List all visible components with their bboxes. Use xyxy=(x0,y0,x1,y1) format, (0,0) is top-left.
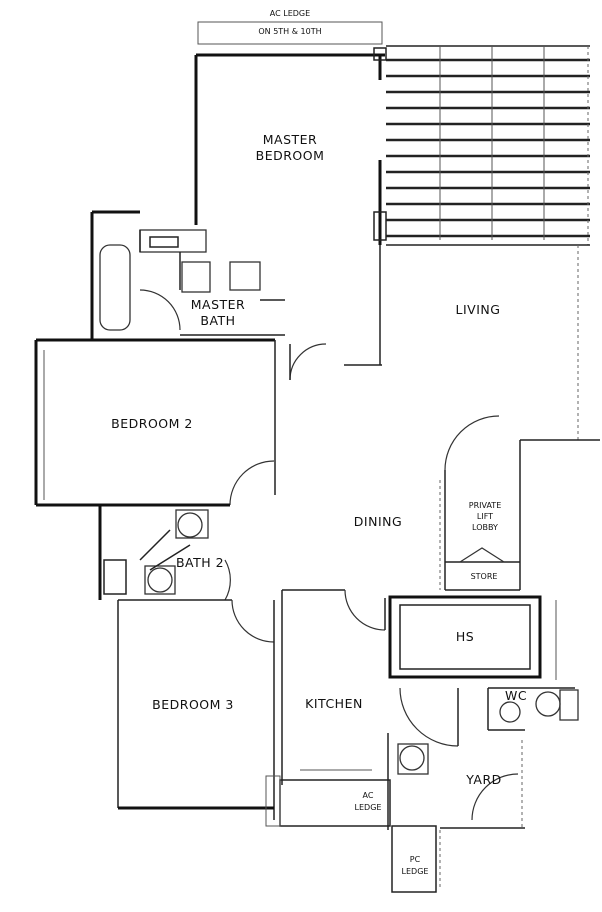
door-arc-kitchen xyxy=(399,687,459,747)
kitchen-label: KITCHEN xyxy=(305,696,363,711)
store-label: STORE xyxy=(471,572,498,581)
yard-label: YARD xyxy=(465,772,502,787)
bath2-label: BATH 2 xyxy=(176,555,224,570)
dining-label: DINING xyxy=(354,514,402,529)
pc-ledge xyxy=(391,825,441,893)
hs-label: HS xyxy=(456,629,474,644)
master-bedroom-label-1: MASTER xyxy=(263,132,318,147)
ac-ledge-top-label-2: ON 5TH & 10TH xyxy=(258,27,321,36)
master-bedroom-walls xyxy=(194,47,387,366)
master-bath-label-1: MASTER xyxy=(191,297,246,312)
ac-ledge-bottom-label-1: AC xyxy=(363,791,374,800)
kitchen-walls xyxy=(281,589,386,785)
private-lift-lobby-label-2: LIFT xyxy=(477,512,493,521)
ac-ledge-top-label-1: AC LEDGE xyxy=(270,9,310,18)
wc-label: WC xyxy=(505,688,527,703)
ac-ledge-top: AC LEDGE ON 5TH & 10TH xyxy=(197,9,383,45)
hs-room xyxy=(388,595,557,680)
bedroom2-label: BEDROOM 2 xyxy=(111,416,193,431)
bedroom2-walls xyxy=(34,338,276,507)
door-arc-bedroom2 xyxy=(229,460,275,506)
private-lift-lobby xyxy=(439,470,521,591)
pc-ledge-label-1: PC xyxy=(410,855,421,864)
wc xyxy=(487,687,579,731)
ac-ledge-bottom-label-2: LEDGE xyxy=(355,803,382,812)
master-bath-label-2: BATH xyxy=(200,313,235,328)
living-walls xyxy=(386,244,600,470)
pc-ledge-label-2: LEDGE xyxy=(402,867,429,876)
bath2 xyxy=(98,503,231,601)
door-arc-main xyxy=(444,415,500,471)
bedroom3-walls xyxy=(117,599,275,820)
yard xyxy=(387,733,525,830)
master-bath xyxy=(90,210,285,340)
balcony-screen xyxy=(386,45,590,245)
master-bedroom-label-2: BEDROOM xyxy=(256,148,325,163)
living-label: LIVING xyxy=(456,302,501,317)
ac-ledge-bottom xyxy=(265,775,391,827)
door-arc-master xyxy=(289,343,327,381)
private-lift-lobby-label-1: PRIVATE xyxy=(469,501,502,510)
private-lift-lobby-label-3: LOBBY xyxy=(472,523,498,532)
bedroom3-label: BEDROOM 3 xyxy=(152,697,234,712)
